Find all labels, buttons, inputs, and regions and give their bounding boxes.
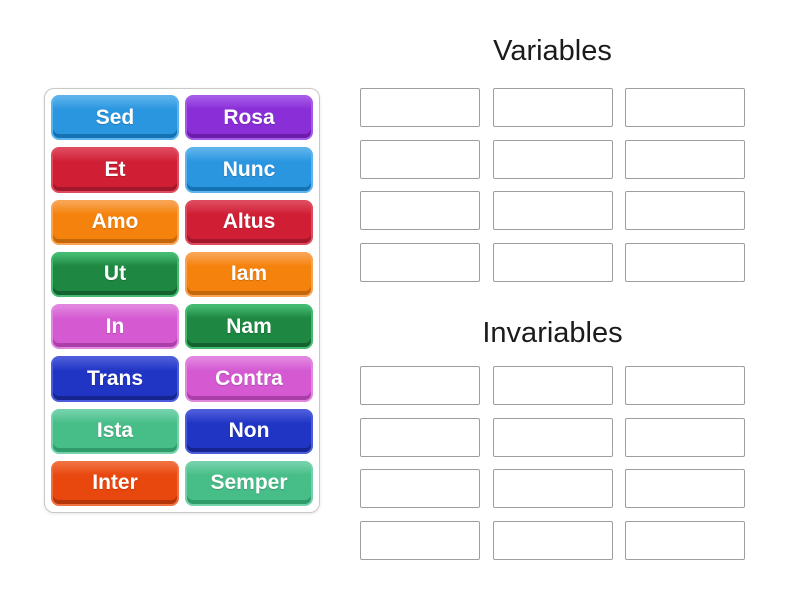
drop-slot[interactable] — [360, 520, 480, 560]
word-tile-contra[interactable]: Contra — [185, 356, 313, 402]
word-tile-sed[interactable]: Sed — [51, 95, 179, 141]
drop-slot[interactable] — [492, 366, 613, 405]
drop-slot[interactable] — [492, 242, 613, 282]
drop-slot[interactable] — [625, 469, 745, 508]
word-tile-amo[interactable]: Amo — [51, 199, 179, 245]
word-tile-inter[interactable]: Inter — [51, 460, 179, 506]
drop-slot[interactable] — [360, 139, 480, 179]
word-tile-in[interactable]: In — [51, 304, 179, 350]
slot-grid-invariables — [360, 366, 745, 560]
word-tile-nam[interactable]: Nam — [185, 304, 313, 350]
drop-slot[interactable] — [492, 191, 613, 230]
drop-slot[interactable] — [492, 139, 613, 179]
group-title-variables: Variables — [493, 35, 612, 67]
drop-slot[interactable] — [492, 469, 613, 508]
groups-area: Variables Invariables — [360, 0, 745, 600]
drop-slot[interactable] — [492, 520, 613, 560]
drop-slot[interactable] — [625, 417, 745, 457]
slot-grid-variables — [360, 88, 745, 282]
word-tile-altus[interactable]: Altus — [185, 199, 313, 245]
drop-slot[interactable] — [360, 242, 480, 282]
drop-slot[interactable] — [492, 417, 613, 457]
word-tile-ut[interactable]: Ut — [51, 251, 179, 297]
drop-slot[interactable] — [360, 88, 480, 127]
word-tile-ista[interactable]: Ista — [51, 408, 179, 454]
word-tile-rosa[interactable]: Rosa — [185, 95, 313, 141]
group-title-invariables: Invariables — [482, 317, 623, 349]
word-tile-non[interactable]: Non — [185, 408, 313, 454]
drop-slot[interactable] — [360, 191, 480, 230]
word-tile-et[interactable]: Et — [51, 147, 179, 193]
drop-slot[interactable] — [625, 88, 745, 127]
word-tile-semper[interactable]: Semper — [185, 460, 313, 506]
drop-slot[interactable] — [625, 520, 745, 560]
word-tile-trans[interactable]: Trans — [51, 356, 179, 402]
drop-slot[interactable] — [625, 139, 745, 179]
drop-slot[interactable] — [360, 469, 480, 508]
word-tile-nunc[interactable]: Nunc — [185, 147, 313, 193]
drop-slot[interactable] — [625, 191, 745, 230]
word-tile-iam[interactable]: Iam — [185, 251, 313, 297]
drop-slot[interactable] — [625, 366, 745, 405]
drop-slot[interactable] — [360, 417, 480, 457]
drop-slot[interactable] — [360, 366, 480, 405]
drop-slot[interactable] — [625, 242, 745, 282]
drop-slot[interactable] — [492, 88, 613, 127]
